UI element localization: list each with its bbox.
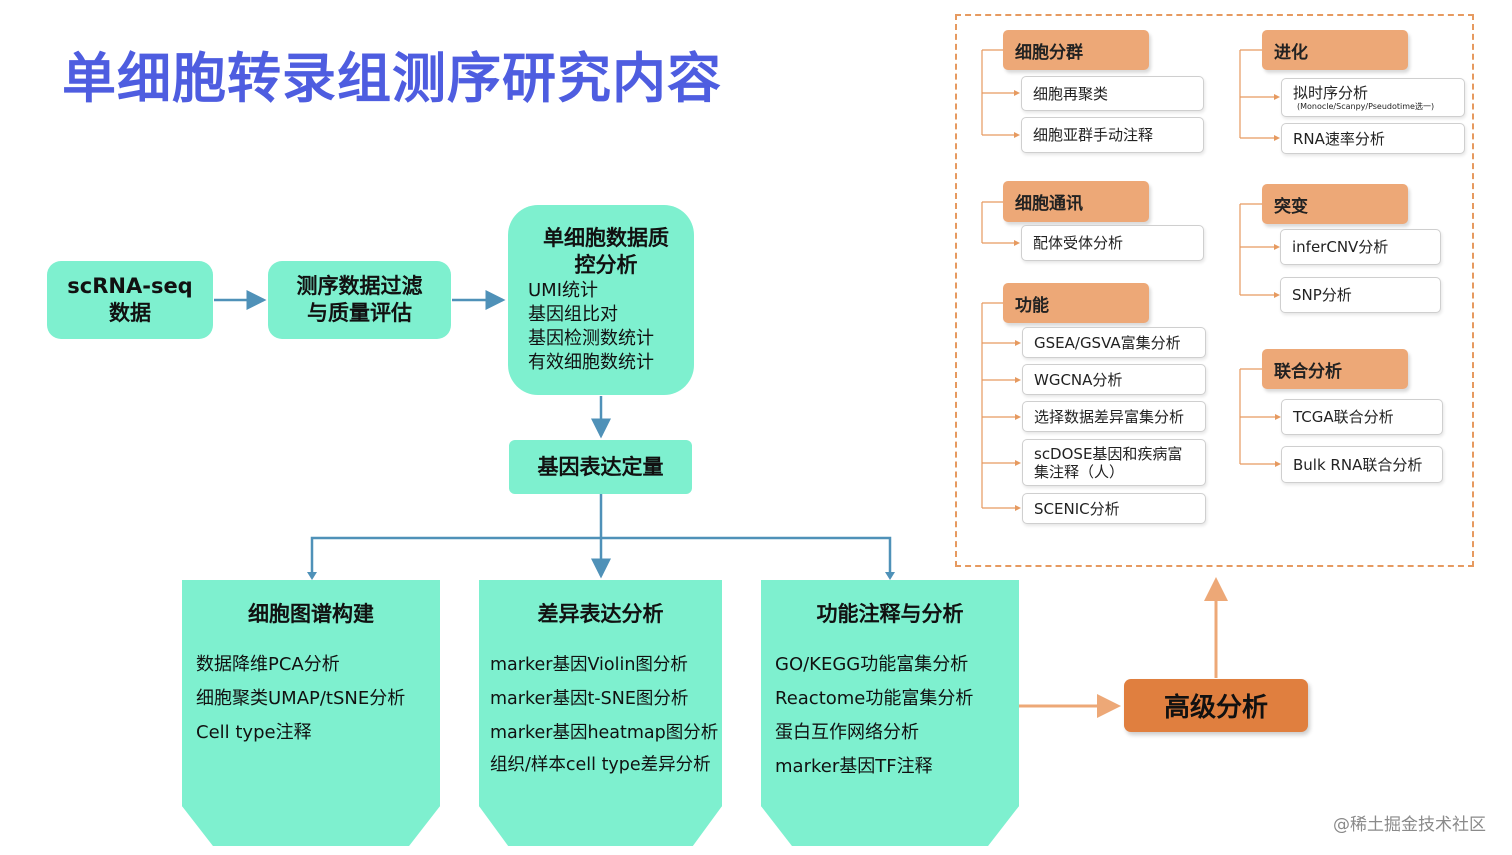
item-rna-velocity: RNA速率分析 [1281,123,1465,154]
item-scenic: SCENIC分析 [1022,493,1206,524]
item-pseudotime-note: (Monocle/Scanpy/Pseudotime选一) [1297,101,1435,111]
list-item: marker基因heatmap图分析 [490,723,719,743]
item-pseudotime: 拟时序分析 (Monocle/Scanpy/Pseudotime选一) [1281,78,1465,117]
list-item: Cell type注释 [196,722,312,743]
tree-joint [1239,368,1279,465]
list-item: Reactome功能富集分析 [775,688,974,709]
header-function: 功能 [1003,283,1149,323]
item-recluster: 细胞再聚类 [1021,76,1204,111]
tree-communication [981,201,1018,244]
tree-evolution [1239,49,1278,139]
item-gsea-gsva: GSEA/GSVA富集分析 [1022,327,1206,358]
qc-title: 单细胞数据质 控分析 [543,226,669,277]
list-item: 数据降维PCA分析 [196,654,340,675]
page-title: 单细胞转录组测序研究内容 [62,47,722,110]
list-item: marker基因t-SNE图分析 [490,689,689,709]
header-cell-communication: 细胞通讯 [1003,181,1149,222]
item-bulk-rna: Bulk RNA联合分析 [1281,446,1443,483]
list-item: GO/KEGG功能富集分析 [775,654,969,675]
advanced-analysis-frame [955,14,1474,567]
qc-item-cell-count: 有效细胞数统计 [528,352,654,373]
qc-item-umi: UMI统计 [528,280,599,301]
tree-function [981,302,1019,509]
watermark: @稀土掘金技术社区 [1333,815,1486,835]
header-joint-analysis: 联合分析 [1262,349,1408,389]
function-annotation-panel: 功能注释与分析 GO/KEGG功能富集分析 Reactome功能富集分析 蛋白互… [761,580,1019,846]
diff-expression-title: 差异表达分析 [537,602,664,626]
branch-connector [310,536,892,578]
tree-clustering [981,49,1018,136]
header-cell-clustering: 细胞分群 [1003,30,1149,70]
gene-expression-box: 基因表达定量 [509,440,692,494]
advanced-analysis-box: 高级分析 [1124,679,1308,732]
list-item: 组织/样本cell type差异分析 [490,755,711,775]
header-mutation: 突变 [1262,184,1408,224]
cell-atlas-panel: 细胞图谱构建 数据降维PCA分析 细胞聚类UMAP/tSNE分析 Cell ty… [182,580,440,846]
item-manual-annotation: 细胞亚群手动注释 [1021,117,1204,153]
list-item: 细胞聚类UMAP/tSNE分析 [196,688,406,709]
qc-item-gene-count: 基因检测数统计 [528,328,654,349]
list-item: marker基因Violin图分析 [490,655,688,675]
qc-item-alignment: 基因组比对 [528,304,618,325]
tree-mutation [1239,203,1278,296]
item-scdose: scDOSE基因和疾病富 集注释（人） [1022,439,1206,486]
item-select-diff: 选择数据差异富集分析 [1022,401,1206,432]
item-wgcna: WGCNA分析 [1022,364,1206,395]
list-item: marker基因TF注释 [775,756,933,777]
item-infercnv: inferCNV分析 [1280,229,1441,265]
cell-atlas-title: 细胞图谱构建 [248,602,374,626]
function-annotation-title: 功能注释与分析 [816,602,964,626]
filter-qa-box: 测序数据过滤 与质量评估 [268,261,451,339]
item-snp: SNP分析 [1280,277,1441,313]
scrna-seq-data-box: scRNA-seq 数据 [47,261,213,339]
item-ligand-receptor: 配体受体分析 [1021,225,1204,261]
item-pseudotime-label: 拟时序分析 [1293,83,1369,102]
list-item: 蛋白互作网络分析 [775,722,919,743]
item-tcga: TCGA联合分析 [1281,399,1443,435]
diff-expression-panel: 差异表达分析 marker基因Violin图分析 marker基因t-SNE图分… [479,580,722,846]
header-evolution: 进化 [1262,30,1408,70]
qc-analysis-box: 单细胞数据质 控分析 UMI统计 基因组比对 基因检测数统计 有效细胞数统计 [508,205,694,395]
